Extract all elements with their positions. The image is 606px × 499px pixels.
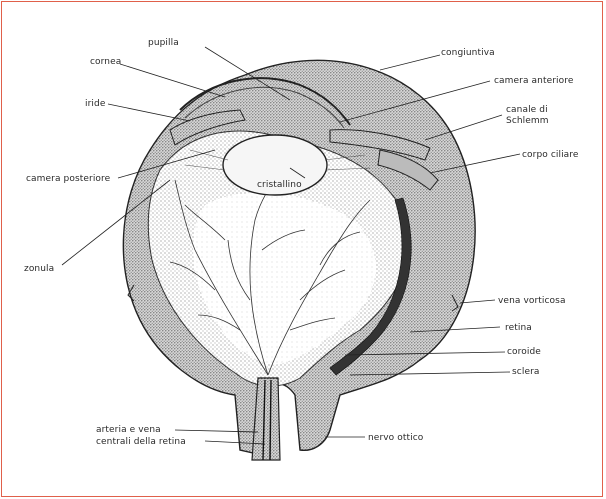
label-coroide: coroide	[507, 347, 541, 357]
label-camera-anteriore: camera anteriore	[494, 76, 573, 86]
label-retina: retina	[505, 323, 532, 333]
label-arteria-vena-2: centrali della retina	[96, 437, 186, 447]
label-cristallino: cristallino	[257, 180, 302, 190]
label-cornea: cornea	[90, 57, 121, 67]
label-congiuntiva: congiuntiva	[441, 48, 495, 58]
label-nervo-ottico: nervo ottico	[368, 433, 423, 443]
label-pupilla: pupilla	[148, 38, 179, 48]
label-arteria-vena-1: arteria e vena	[96, 425, 161, 435]
label-zonula: zonula	[24, 264, 54, 274]
label-iride: iride	[85, 99, 105, 109]
label-corpo-ciliare: corpo ciliare	[522, 150, 579, 160]
label-vena-vorticosa: vena vorticosa	[498, 296, 566, 306]
label-sclera: sclera	[512, 367, 540, 377]
label-canale-schlemm-1: canale di	[506, 105, 548, 115]
label-canale-schlemm-2: Schlemm	[506, 116, 549, 126]
label-camera-posteriore: camera posteriore	[26, 174, 110, 184]
